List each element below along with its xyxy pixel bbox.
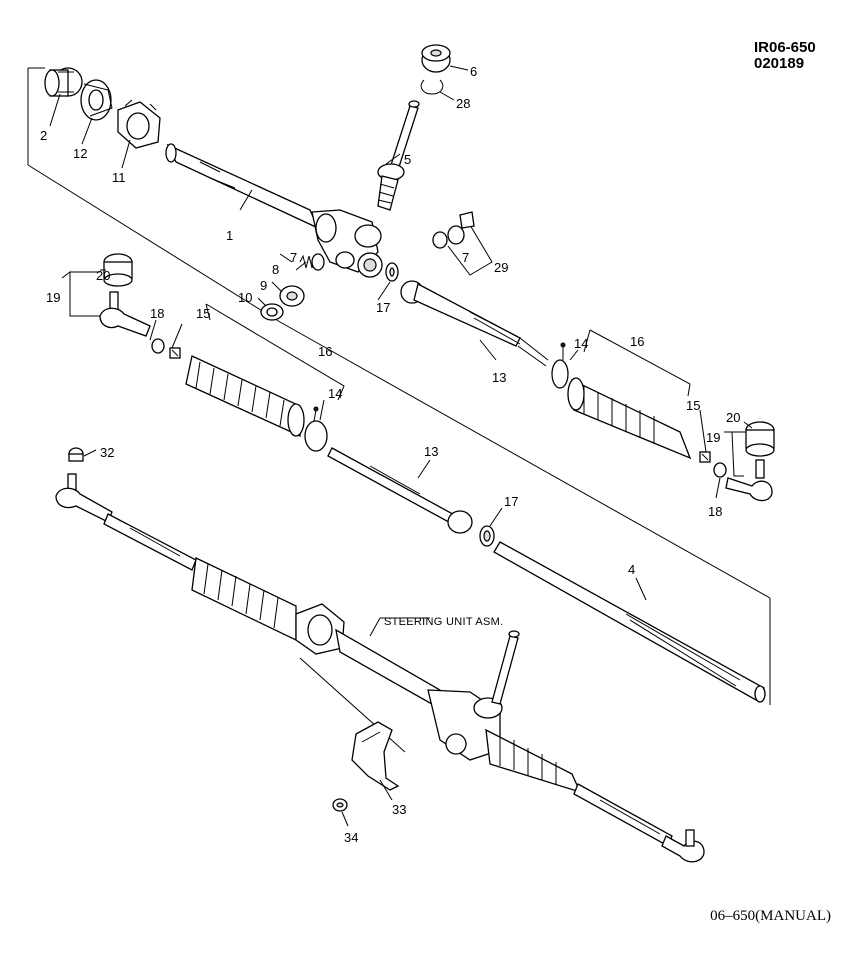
part-5-pinion-shaft bbox=[377, 100, 420, 211]
callout-20a: 20 bbox=[96, 268, 110, 283]
callout-2: 2 bbox=[40, 128, 47, 143]
part-29-kit bbox=[432, 211, 493, 276]
callout-15a: 15 bbox=[196, 306, 210, 321]
part-16-boot-right bbox=[567, 377, 692, 460]
part-19-tie-rod-end-left bbox=[99, 291, 151, 337]
callout-14a: 14 bbox=[328, 386, 342, 401]
callout-8: 8 bbox=[272, 262, 279, 277]
part-34-nut bbox=[332, 798, 348, 812]
callout-20b: 20 bbox=[726, 410, 740, 425]
callout-16a: 16 bbox=[318, 344, 332, 359]
part-8-spring bbox=[299, 253, 325, 271]
part-12-grommet bbox=[80, 79, 113, 121]
callout-19b: 19 bbox=[706, 430, 720, 445]
diagram-date-code: 020189 bbox=[754, 55, 805, 72]
callout-6: 6 bbox=[470, 64, 477, 79]
part-2-bushing bbox=[44, 67, 83, 97]
part-20-dust-boot-left bbox=[103, 253, 133, 287]
callout-13b: 13 bbox=[424, 444, 438, 459]
part-19-tie-rod-end-right bbox=[725, 459, 773, 502]
callout-18b: 18 bbox=[708, 504, 722, 519]
callout-28: 28 bbox=[456, 96, 470, 111]
callout-14b: 14 bbox=[574, 336, 588, 351]
callout-15b: 15 bbox=[686, 398, 700, 413]
callout-4: 4 bbox=[628, 562, 635, 577]
callout-32: 32 bbox=[100, 445, 114, 460]
part-18-nut-left bbox=[151, 338, 165, 354]
callout-29: 29 bbox=[494, 260, 508, 275]
figure-caption: 06–650(MANUAL) bbox=[710, 908, 831, 924]
part-4-rack bbox=[493, 541, 766, 703]
callout-16b: 16 bbox=[630, 334, 644, 349]
callout-10: 10 bbox=[238, 290, 252, 305]
callout-9: 9 bbox=[260, 278, 267, 293]
part-18-nut-right bbox=[713, 462, 727, 478]
part-13-tie-rod-upper bbox=[400, 280, 549, 367]
callout-5: 5 bbox=[404, 152, 411, 167]
part-17-washer-upper bbox=[385, 262, 399, 282]
part-10-nut bbox=[260, 303, 284, 321]
part-6-cap bbox=[421, 44, 451, 73]
part-11-mount bbox=[117, 99, 161, 149]
part-15-nut-left bbox=[169, 347, 181, 359]
callout-17b: 17 bbox=[504, 494, 518, 509]
part-15-nut-right bbox=[699, 451, 711, 463]
callout-7b: 7 bbox=[462, 250, 469, 265]
part-9-plug bbox=[279, 285, 305, 307]
callout-1: 1 bbox=[226, 228, 233, 243]
callout-11: 11 bbox=[112, 170, 126, 185]
part-1-housing bbox=[165, 143, 383, 278]
part-17-washer-lower bbox=[479, 525, 495, 547]
part-20-dust-boot-right bbox=[745, 421, 775, 457]
part-13-tie-rod-lower bbox=[327, 447, 473, 534]
part-28-snap-ring bbox=[420, 79, 444, 95]
callout-33: 33 bbox=[392, 802, 406, 817]
callout-34: 34 bbox=[344, 830, 358, 845]
part-14-clamp-upper bbox=[551, 342, 569, 389]
callout-17a: 17 bbox=[376, 300, 390, 315]
steering-unit-assembly bbox=[55, 473, 705, 863]
leader-lines bbox=[49, 65, 753, 827]
callout-18a: 18 bbox=[150, 306, 164, 321]
part-16-boot-left bbox=[185, 355, 305, 438]
reference-lines bbox=[27, 67, 771, 753]
callout-12: 12 bbox=[73, 146, 87, 161]
part-14-clamp-lower bbox=[304, 406, 328, 452]
callout-13a: 13 bbox=[492, 370, 506, 385]
assembly-label: STEERING UNIT ASM. bbox=[384, 616, 504, 628]
callout-7a: 7 bbox=[290, 250, 297, 265]
callout-19a: 19 bbox=[46, 290, 60, 305]
callout-labels: 2 12 11 1 5 6 28 7 8 9 10 17 7 29 20 19 … bbox=[40, 64, 740, 845]
diagram-code: IR06-650 bbox=[754, 39, 816, 56]
part-33-bracket bbox=[351, 721, 400, 791]
part-32-nut bbox=[68, 447, 84, 462]
